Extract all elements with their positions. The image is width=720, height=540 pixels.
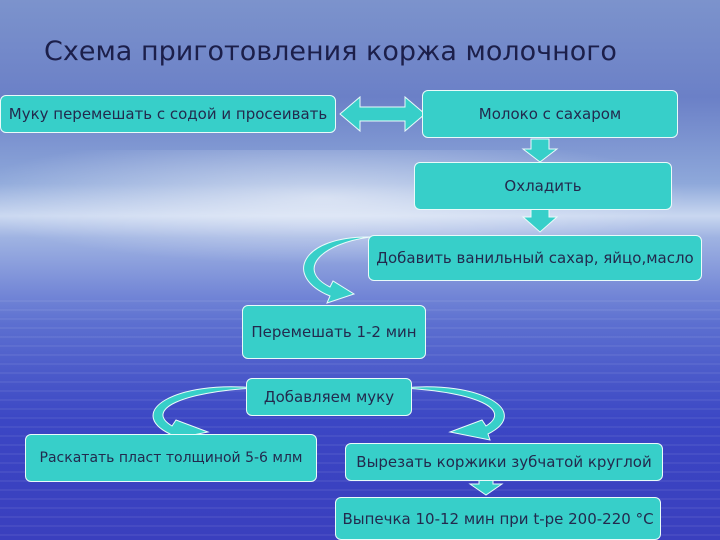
step-bake-label: Выпечка 10-12 мин при t-ре 200-220 °C [342, 510, 653, 528]
step-flour-box: Муку перемешать с содой и просеивать [0, 95, 336, 133]
step-bake-box: Выпечка 10-12 мин при t-ре 200-220 °C [335, 497, 661, 540]
step-mix-label: Перемешать 1-2 мин [251, 323, 416, 341]
step-milk-label: Молоко с сахаром [479, 105, 621, 123]
step-cool-box: Охладить [414, 162, 672, 210]
step-flour-label: Муку перемешать с содой и просеивать [9, 105, 327, 123]
step-add-flour-label: Добавляем муку [264, 388, 394, 406]
curved-arrow-connector-3 [402, 387, 504, 440]
down-arrow-connector-1 [523, 139, 557, 162]
step-add-box: Добавить ванильный сахар, яйцо,масло [368, 235, 702, 281]
step-roll-label: Раскатать пласт толщиной 5-6 млм [40, 450, 303, 466]
step-cool-label: Охладить [504, 177, 581, 195]
step-roll-box: Раскатать пласт толщиной 5-6 млм [25, 434, 317, 482]
step-add-label: Добавить ванильный сахар, яйцо,масло [376, 249, 693, 267]
step-cut-box: Вырезать коржики зубчатой круглой [345, 443, 663, 481]
curved-arrow-connector-1 [304, 237, 370, 303]
curved-arrow-connector-2 [153, 387, 256, 440]
step-milk-box: Молоко с сахаром [422, 90, 678, 138]
step-mix-box: Перемешать 1-2 мин [242, 305, 426, 359]
step-cut-label: Вырезать коржики зубчатой круглой [356, 453, 651, 471]
double-arrow-connector [340, 97, 425, 131]
step-add-flour-box: Добавляем муку [246, 378, 412, 416]
